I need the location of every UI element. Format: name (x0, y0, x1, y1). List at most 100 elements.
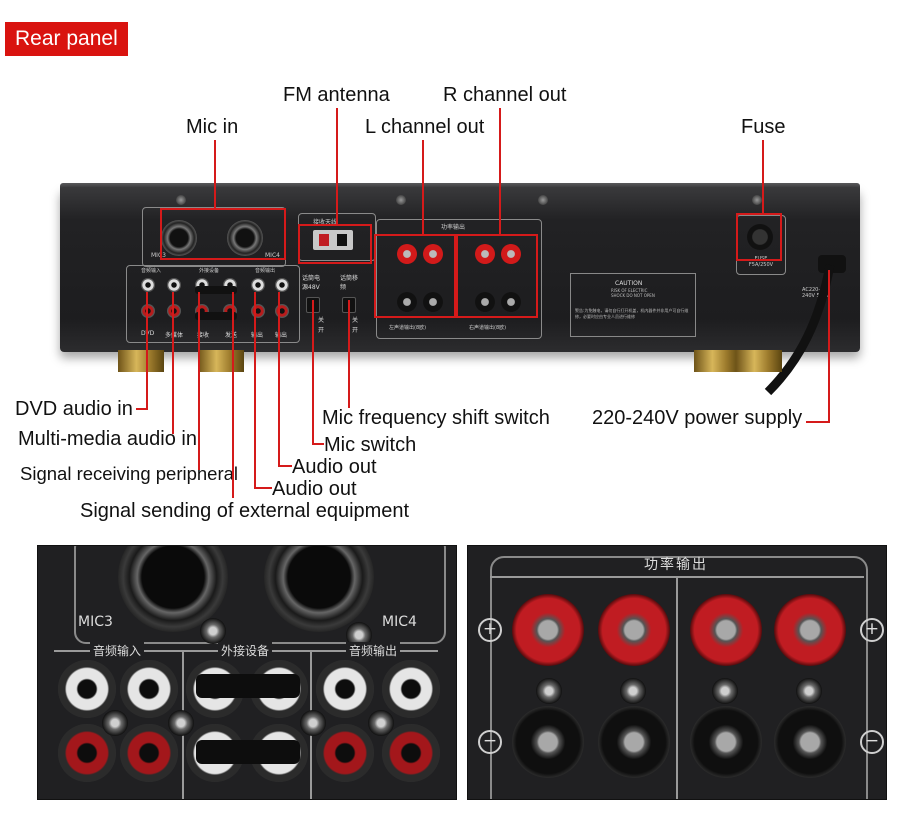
mic-input-section: MIC3 MIC4 (142, 207, 286, 267)
multimedia-jack-red (167, 304, 181, 318)
right-negative-post-2 (501, 292, 521, 312)
phantom-power-label: 话筒电源48V (302, 275, 321, 291)
zoom-mic3-jack (118, 546, 228, 632)
callout-audio-out-1: Audio out (292, 456, 377, 478)
switch2-state-on: 开 (352, 327, 359, 334)
mic3-label: MIC3 (151, 252, 166, 259)
jack-label-out2: 输出 (275, 332, 288, 339)
switch2-state-off: 关 (352, 317, 359, 324)
zoom-speaker-panel: 功率输出 + + − − (467, 545, 887, 800)
leader-mic-switch-h (312, 443, 324, 445)
zoom-jack-red (382, 724, 440, 782)
right-negative-post (475, 292, 495, 312)
screw-icon (176, 195, 186, 205)
callout-power-supply: 220-240V power supply (592, 407, 803, 429)
zoom-negative-post (598, 706, 670, 778)
dvd-jack-white (141, 278, 155, 292)
screw-icon (752, 195, 762, 205)
callout-signal-receiving: Signal receiving peripheral (20, 463, 239, 484)
callout-multimedia-audio-in: Multi-media audio in (18, 428, 197, 450)
screw-icon (396, 195, 406, 205)
zoom-group-output-label: 音频输出 (346, 642, 401, 659)
callout-r-channel-out: R channel out (443, 84, 567, 106)
l-channel-highlight (374, 234, 456, 318)
zoom-screw-icon (536, 678, 562, 704)
zoom-positive-post (774, 594, 846, 666)
zoom-screw-icon (200, 618, 226, 644)
leader-audio-out-1 (278, 292, 280, 466)
antenna-terminal (313, 230, 353, 250)
zoom-jack-white (58, 660, 116, 718)
zoom-negative-post (512, 706, 584, 778)
rca-jack-section: 音频输入 外接设备 音频输出 DVD 多媒体 接收 发送 输出 输出 (126, 265, 300, 343)
left-positive-post (397, 244, 417, 264)
right-positive-post-2 (501, 244, 521, 264)
warning-text: 警告:为免触电，请勿自行打开机盖，机内器件并非用户可自行维修，必要时应由专业人员… (575, 308, 689, 319)
mic4-xlr-jack (227, 220, 263, 256)
leader-fuse (762, 140, 764, 213)
zoom-positive-post (512, 594, 584, 666)
right-positive-post (475, 244, 495, 264)
leader-receiving (198, 292, 200, 470)
zoom-group-input-label: 音频输入 (90, 642, 145, 659)
leader-mic-freq (348, 300, 350, 408)
switch-state-on: 开 (318, 327, 325, 334)
loop-cable-top (195, 286, 237, 294)
fuse-highlight (736, 213, 782, 261)
leader-power-h (806, 421, 830, 423)
callout-signal-sending: Signal sending of external equipment (80, 500, 410, 522)
power-output-label: 功率输出 (441, 224, 466, 231)
zoom-positive-post (598, 594, 670, 666)
antenna-label: 接收天线 (313, 219, 338, 226)
fuse-holder[interactable] (747, 224, 773, 250)
screw-icon (538, 195, 548, 205)
callout-mic-in: Mic in (186, 116, 239, 138)
zoom-power-output-title: 功率输出 (644, 557, 708, 573)
zoom-jack-white (382, 660, 440, 718)
power-cord (764, 264, 835, 396)
jack-label-send: 发送 (225, 332, 238, 339)
jack-label-out1: 输出 (251, 332, 264, 339)
jack-group-output-label: 音频输出 (255, 268, 276, 274)
leader-mic-switch (312, 300, 314, 444)
leader-dvd (146, 292, 148, 410)
foot-right-2 (736, 350, 782, 372)
loop-cable-bottom (195, 312, 237, 320)
caution-subtext: RISK OF ELECTRIC SHOCK DO NOT OPEN (611, 288, 655, 298)
leader-mic-in (214, 140, 216, 208)
zoom-screw-icon (796, 678, 822, 704)
leader-dvd-h (136, 408, 148, 410)
callout-mic-switch: Mic switch (324, 434, 417, 456)
zoom-screw-icon (102, 710, 128, 736)
jack-label-receive: 接收 (197, 332, 210, 339)
caution-label: CAUTION RISK OF ELECTRIC SHOCK DO NOT OP… (570, 273, 696, 337)
rear-panel-badge: Rear panel (5, 22, 128, 56)
minus-icon: − (860, 730, 884, 754)
speaker-output-section: 功率输出 左声道输出(8欧) 右声道输出(8欧) (376, 219, 542, 339)
left-output-label: 左声道输出(8欧) (389, 325, 427, 331)
zoom-screw-icon (168, 710, 194, 736)
callout-fuse: Fuse (741, 116, 786, 138)
zoom-jack-panel: MIC3 MIC4 音频输入 外接设备 音频输出 (37, 545, 457, 800)
jack-group-external-label: 外接设备 (199, 268, 220, 274)
left-negative-post-2 (423, 292, 443, 312)
zoom-positive-post (690, 594, 762, 666)
leader-audio-out-1-h (278, 465, 292, 467)
zoom-jack-white (120, 660, 178, 718)
zoom-mic3-label: MIC3 (78, 614, 113, 630)
zoom-screw-icon (712, 678, 738, 704)
switch-state-off: 关 (318, 317, 325, 324)
zoom-jack-red (58, 724, 116, 782)
zoom-group-external-label: 外接设备 (218, 642, 273, 659)
leader-multimedia (172, 292, 174, 434)
mic4-label: MIC4 (265, 252, 280, 259)
zoom-loop-cable-bottom (196, 740, 300, 764)
leader-r-channel (499, 108, 501, 234)
zoom-center-divider (676, 576, 678, 799)
right-output-label: 右声道输出(8欧) (469, 325, 507, 331)
output2-jack-white (275, 278, 289, 292)
leader-audio-out-2 (254, 292, 256, 488)
foot-left (118, 350, 164, 372)
callout-dvd-audio-in: DVD audio in (15, 398, 133, 420)
plus-icon: + (478, 618, 502, 642)
